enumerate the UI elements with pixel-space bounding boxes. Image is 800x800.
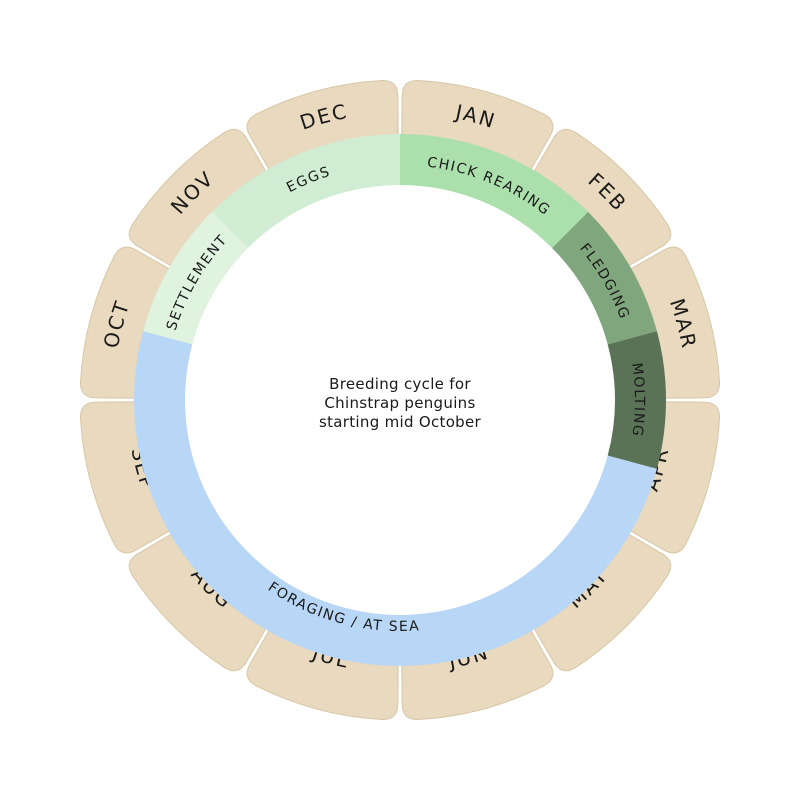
- phase-segment-fledging: [552, 211, 657, 345]
- center-title-line-1: Breeding cycle for: [329, 375, 471, 393]
- center-title-line-3: starting mid October: [319, 413, 481, 431]
- center-title-line-2: Chinstrap penguins: [324, 394, 476, 412]
- phase-segment-molting: [607, 331, 666, 469]
- phase-segment-chick-rearing: [400, 134, 589, 248]
- center-title: Breeding cycle for Chinstrap penguins st…: [250, 375, 550, 432]
- phase-segment-settlement: [143, 211, 248, 345]
- phase-segment-foraging: [134, 331, 657, 666]
- phase-label-molting: MOLTING: [628, 362, 647, 438]
- phase-segment-eggs: [211, 134, 400, 248]
